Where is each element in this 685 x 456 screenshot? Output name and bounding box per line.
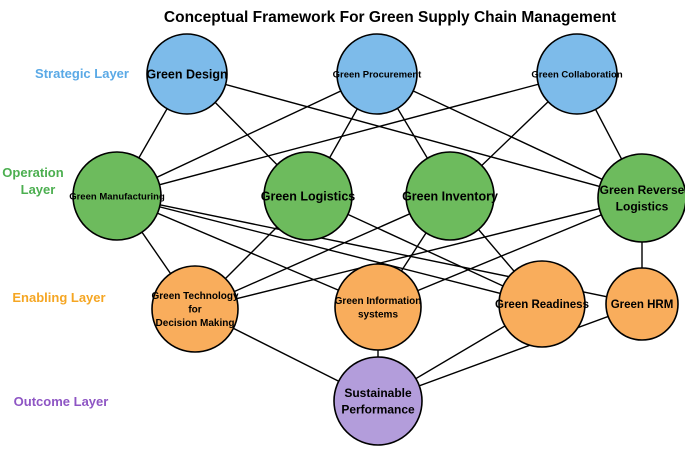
- nodes: Green Design Green Procurement Green Colla…: [69, 33, 685, 446]
- layer-label-operation-line2: Layer: [21, 182, 56, 197]
- node-circle-green-manufacturing: [72, 151, 162, 241]
- layer-label-operation-line1: Operation: [2, 165, 63, 180]
- node-label-green-manufacturing-line1: Green Manufacturing: [69, 191, 165, 202]
- node-circle-green-readiness: [498, 260, 586, 348]
- node-label-green-collaboration-line1: Green Collaboration: [531, 69, 623, 80]
- layer-label-strategic: Strategic Layer: [35, 66, 129, 81]
- edge-green_procurement-to-green_reverse_logistics: [376, 73, 643, 199]
- diagram-title: Conceptual Framework For Green Supply Ch…: [164, 9, 616, 26]
- edge-green_inventory-to-green_technology: [194, 195, 451, 310]
- node-green-manufacturing: Green Manufacturing: [69, 151, 165, 241]
- node-circle-green-collaboration: [536, 33, 618, 115]
- edge-green_procurement-to-green_manufacturing: [116, 73, 378, 197]
- node-circle-green-design: [146, 33, 228, 115]
- layer-label-enabling: Enabling Layer: [12, 290, 105, 305]
- node-label-green-reverse-logistics-line1: Green Reverse: [600, 183, 685, 197]
- node-green-inventory: Green Inventory: [402, 151, 498, 241]
- node-circle-green-hrm: [605, 267, 679, 341]
- node-green-hrm: Green HRM: [605, 267, 679, 341]
- node-circle-green-inventory: [405, 151, 495, 241]
- edge-green_hrm-to-sustainable_performance: [377, 303, 643, 402]
- node-label-sustainable-performance-line2: Performance: [341, 402, 415, 416]
- node-circle-green-procurement: [336, 33, 418, 115]
- node-circle-sustainable-performance: [333, 356, 423, 446]
- node-label-green-technology-line3: Decision Making: [156, 318, 235, 329]
- node-label-green-hrm-line1: Green HRM: [611, 299, 674, 311]
- node-label-green-readiness-line1: Green Readiness: [495, 299, 589, 311]
- node-label-green-information-systems-line1: Green Information: [335, 296, 422, 307]
- node-label-sustainable-performance-line1: Sustainable: [344, 386, 412, 400]
- layer-label-outcome: Outcome Layer: [14, 394, 109, 409]
- node-green-collaboration: Green Collaboration: [531, 33, 623, 115]
- node-circle-green-technology: [151, 265, 239, 353]
- edge-green_manufacturing-to-green_information_systems: [116, 195, 379, 308]
- node-label-green-logistics-line1: Green Logistics: [261, 189, 356, 203]
- node-green-procurement: Green Procurement: [333, 33, 423, 115]
- node-green-readiness: Green Readiness: [495, 260, 589, 348]
- node-green-logistics: Green Logistics: [261, 151, 356, 241]
- node-circle-green-reverse-logistics: [597, 153, 685, 243]
- node-label-green-technology-line2: for: [188, 305, 201, 316]
- node-label-green-design-line1: Green Design: [146, 67, 227, 81]
- node-label-green-information-systems-line2: systems: [358, 309, 398, 320]
- node-circle-green-information-systems: [334, 263, 422, 351]
- edge-green_reverse_logistics-to-green_information_systems: [377, 197, 643, 308]
- node-label-green-reverse-logistics-line2: Logistics: [616, 199, 669, 213]
- node-green-information-systems: Green Information systems: [334, 263, 422, 351]
- node-green-design: Green Design: [146, 33, 228, 115]
- node-label-green-inventory-line1: Green Inventory: [402, 189, 498, 203]
- node-label-green-technology-line1: Green Technology: [151, 291, 238, 302]
- edge-green_collaboration-to-green_manufacturing: [116, 73, 578, 197]
- edge-green_reverse_logistics-to-green_technology: [194, 197, 643, 310]
- node-label-green-procurement-line1: Green Procurement: [333, 69, 423, 80]
- node-circle-green-logistics: [263, 151, 353, 241]
